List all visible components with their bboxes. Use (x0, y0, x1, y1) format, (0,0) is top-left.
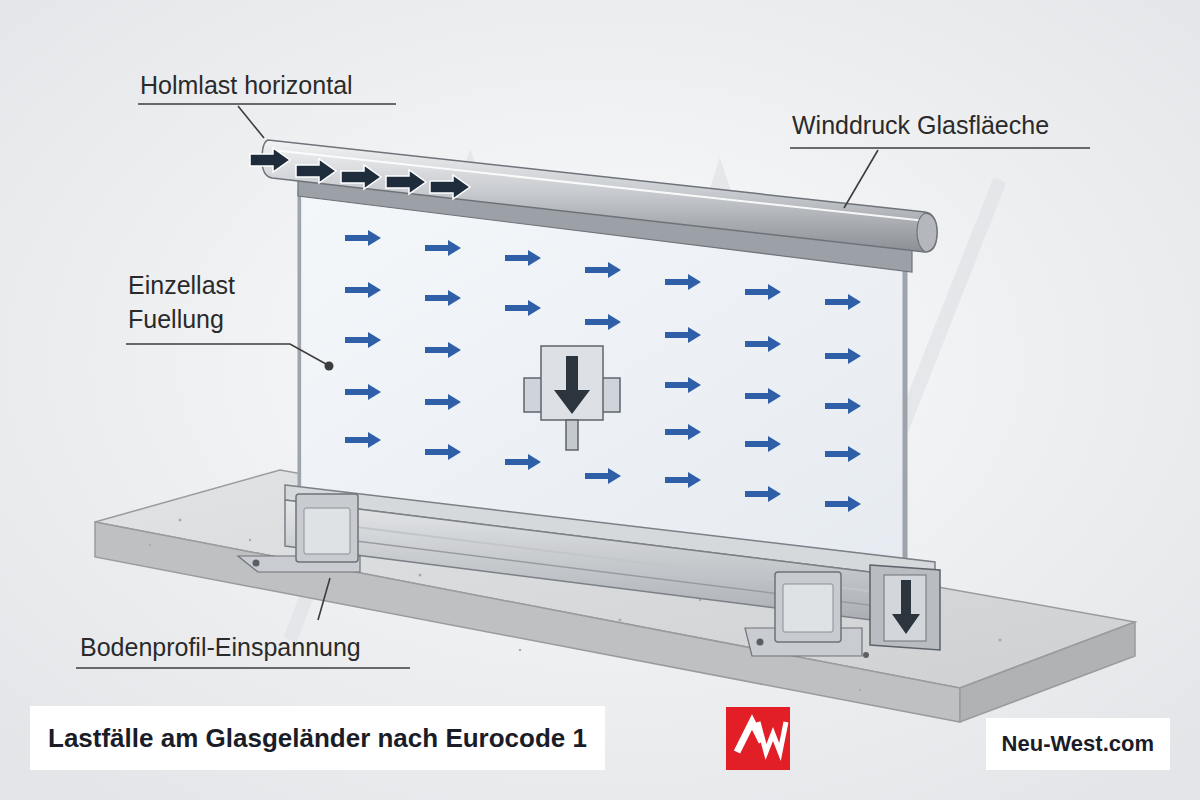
callout-label: Winddruck Glasfläeche (792, 110, 1049, 140)
callout-label: Bodenprofil-Einspannung (80, 632, 361, 662)
callout-label: Einzellast Fuellung (128, 268, 268, 336)
callout-label: Holmlast horizontal (140, 70, 353, 100)
brand-text: Neu-West.com (986, 718, 1170, 770)
title-text: Lastfälle am Glasgeländer nach Eurocode … (30, 706, 605, 770)
